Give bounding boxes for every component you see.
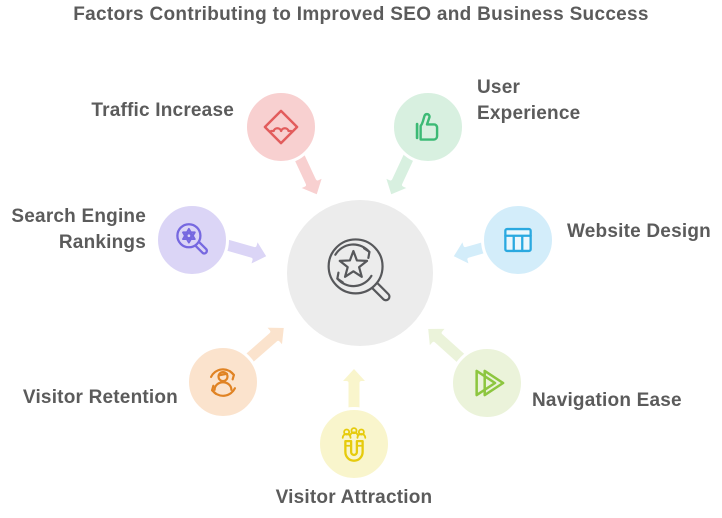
user-cycle-icon	[209, 368, 237, 397]
browser-layout-icon	[504, 227, 532, 253]
node-website-design	[481, 203, 555, 277]
node-visitor-attraction	[317, 407, 391, 481]
label-visitor-attraction: Visitor Attraction	[275, 487, 433, 508]
node-search-engine-rankings	[155, 203, 229, 277]
page-title: Factors Contributing to Improved SEO and…	[73, 4, 649, 25]
label-search-engine-rankings: Search Engine Rankings	[11, 206, 146, 254]
node-visitor-retention	[186, 345, 260, 419]
label-user-experience: User Experience	[477, 77, 581, 125]
speed-bump-sign-icon	[263, 109, 299, 145]
label-navigation-ease: Navigation Ease	[532, 390, 682, 411]
thumbs-up-icon	[415, 112, 439, 141]
search-star-refresh-icon	[327, 238, 391, 302]
label-traffic-increase: Traffic Increase	[91, 100, 234, 121]
node-user-experience	[391, 90, 465, 164]
label-visitor-retention: Visitor Retention	[22, 387, 178, 408]
fast-forward-icon	[475, 369, 505, 397]
magnifier-gear-icon	[176, 223, 208, 255]
node-navigation-ease	[450, 346, 524, 420]
node-traffic-increase	[244, 90, 318, 164]
center-hub	[287, 200, 433, 346]
magnet-people-icon	[341, 427, 367, 462]
label-website-design: Website Design	[567, 221, 711, 242]
